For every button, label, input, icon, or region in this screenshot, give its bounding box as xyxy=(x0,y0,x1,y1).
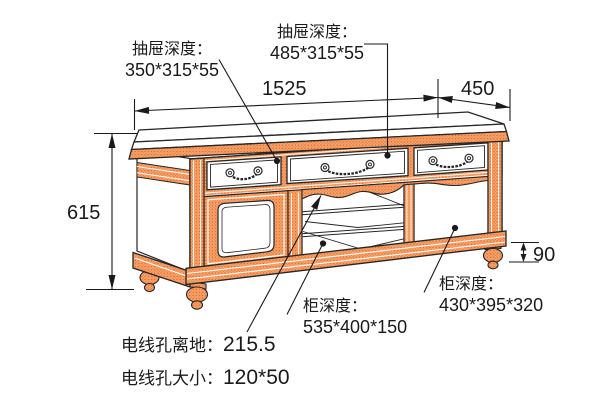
cabinet-front xyxy=(189,136,503,271)
drawer-right xyxy=(413,142,489,176)
leader-cabinet-middle xyxy=(286,243,324,315)
arrow-up xyxy=(520,242,527,251)
callout-drawer-middle: 抽屉深度： 485*315*55 xyxy=(265,23,369,63)
callout-value: 535*400*150 xyxy=(303,317,408,337)
base-molding xyxy=(132,230,507,288)
callout-drawer-left: 抽屉深度： 350*315*55 xyxy=(120,40,224,80)
left-door xyxy=(203,190,289,270)
drawer-right-handle xyxy=(428,153,474,169)
drawer-left-handle xyxy=(225,166,263,181)
wire-hole-height-label: 电线孔离地：215.5 xyxy=(121,331,276,357)
arrow-down xyxy=(520,254,527,262)
callout-value: 430*395*320 xyxy=(439,295,544,315)
leader-dot xyxy=(451,224,459,232)
dim-height-label: 615 xyxy=(67,202,101,224)
apron xyxy=(301,175,489,200)
leader-dot xyxy=(319,240,327,247)
callout-title: 抽屉深度： xyxy=(131,41,212,58)
left-door-panel xyxy=(217,199,275,258)
callout-title: 柜深度： xyxy=(439,276,504,293)
wire-hole-height-value: 215.5 xyxy=(223,333,276,356)
callout-cabinet-middle: 柜深度： 535*400*150 xyxy=(303,297,407,337)
drawer-middle xyxy=(286,147,409,185)
wire-hole-size-value: 120*50 xyxy=(223,366,290,389)
leader-dot xyxy=(273,157,281,165)
corner-stile-right xyxy=(487,136,503,236)
leader-drawer-left xyxy=(218,59,278,162)
right-door xyxy=(413,178,489,244)
leader-drawer-middle xyxy=(364,43,389,156)
drawer-middle-handle xyxy=(320,159,375,176)
callout-title: 抽屉深度： xyxy=(276,24,357,41)
tabletop-molding xyxy=(128,130,510,160)
wire-hole-height-title: 电线孔离地： xyxy=(121,336,223,355)
callout-value: 350*315*55 xyxy=(124,60,220,80)
dim-foot-label: 90 xyxy=(533,244,556,266)
leader-cabinet-right xyxy=(423,227,456,293)
callout-title: 柜深度： xyxy=(303,298,368,315)
wire-hole-size-label: 电线孔大小：120*50 xyxy=(121,364,290,390)
tabletop xyxy=(128,111,510,160)
cabinet-left-side xyxy=(136,149,191,273)
leader-dot xyxy=(384,152,391,159)
dim-line-depth xyxy=(437,96,511,109)
divider-right xyxy=(403,181,415,246)
dim-width-label: 1525 xyxy=(262,78,307,100)
divider-left xyxy=(287,189,303,260)
callout-value: 485*315*55 xyxy=(269,43,365,63)
callout-cabinet-right: 柜深度： 430*395*320 xyxy=(439,275,543,315)
corner-stile-left xyxy=(189,157,205,271)
dimension-lines xyxy=(86,43,539,333)
shelf-bottom xyxy=(301,221,405,238)
wire-hole-arrow xyxy=(246,195,322,333)
dim-depth-label: 450 xyxy=(461,78,495,100)
drawer-left xyxy=(206,156,282,191)
wire-hole-size-title: 电线孔大小： xyxy=(121,369,223,388)
